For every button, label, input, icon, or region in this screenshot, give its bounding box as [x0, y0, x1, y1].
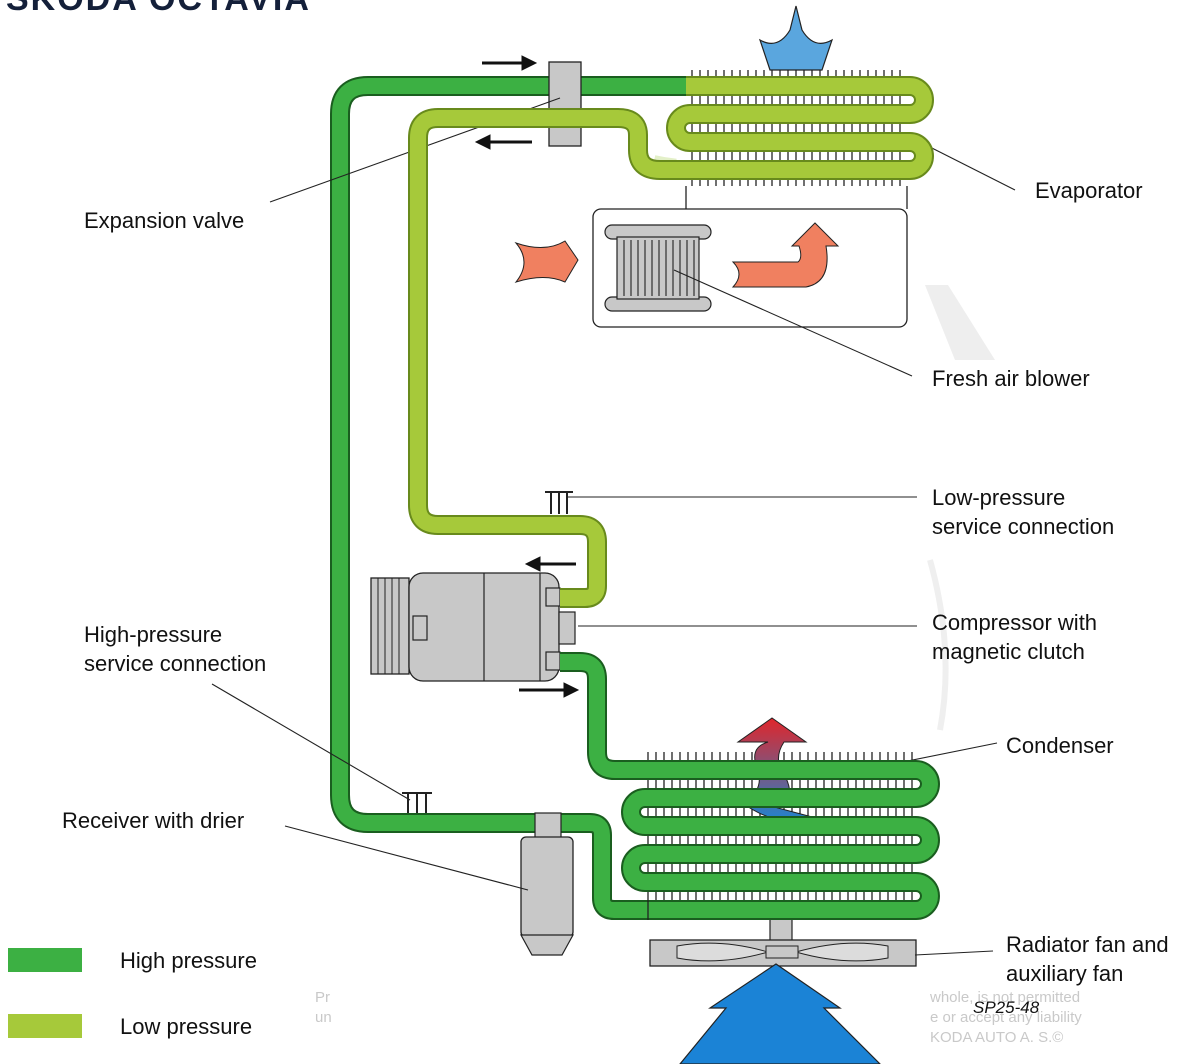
receiver-drier: [519, 812, 575, 956]
label-low-pressure-service: Low-pressure service connection: [932, 485, 1115, 539]
low-pressure-service-port: [545, 491, 573, 514]
label-high-pressure-service: High-pressure service connection: [84, 622, 267, 676]
flow-direction-arrows: [474, 55, 580, 698]
label-fresh-air-blower: Fresh air blower: [932, 366, 1090, 391]
blower-air-out-arrow: [731, 222, 840, 288]
figure-id: SP25-48: [973, 998, 1040, 1017]
ambient-air-arrow: [679, 963, 881, 1064]
compressor: [370, 572, 576, 682]
high-pressure-service-port: [402, 792, 432, 813]
radiator-fan-assembly: [649, 917, 917, 967]
label-expansion-valve: Expansion valve: [84, 208, 245, 233]
legend-swatch-low-pressure: [8, 1014, 82, 1038]
brand-title-cropped: ŠKODA OCTAVIA: [6, 0, 311, 19]
watermark-logo-letter: [925, 285, 995, 360]
legend-label-high-pressure: High pressure: [120, 948, 257, 973]
label-evaporator: Evaporator: [1035, 178, 1143, 203]
condenser-coil: [560, 652, 940, 920]
evaporator-cold-air-arrow: [758, 5, 834, 71]
label-condenser: Condenser: [1006, 733, 1114, 758]
expansion-valve-body: [548, 61, 582, 147]
blower-air-in-arrow: [514, 240, 579, 283]
label-receiver: Receiver with drier: [62, 808, 245, 833]
legend-swatch-high-pressure: [8, 948, 82, 972]
copyright-watermark-right: whole, is not permitted e or accept any …: [930, 989, 1082, 1046]
legend-label-low-pressure: Low pressure: [120, 1014, 253, 1039]
fresh-air-blower-wheel: [604, 224, 712, 312]
label-radiator-fan: Radiator fan and auxiliary fan: [1006, 932, 1169, 986]
watermark-logo-arc: [927, 559, 949, 731]
copyright-watermark-left: Pr un: [315, 989, 332, 1026]
label-compressor: Compressor with magnetic clutch: [932, 610, 1098, 664]
